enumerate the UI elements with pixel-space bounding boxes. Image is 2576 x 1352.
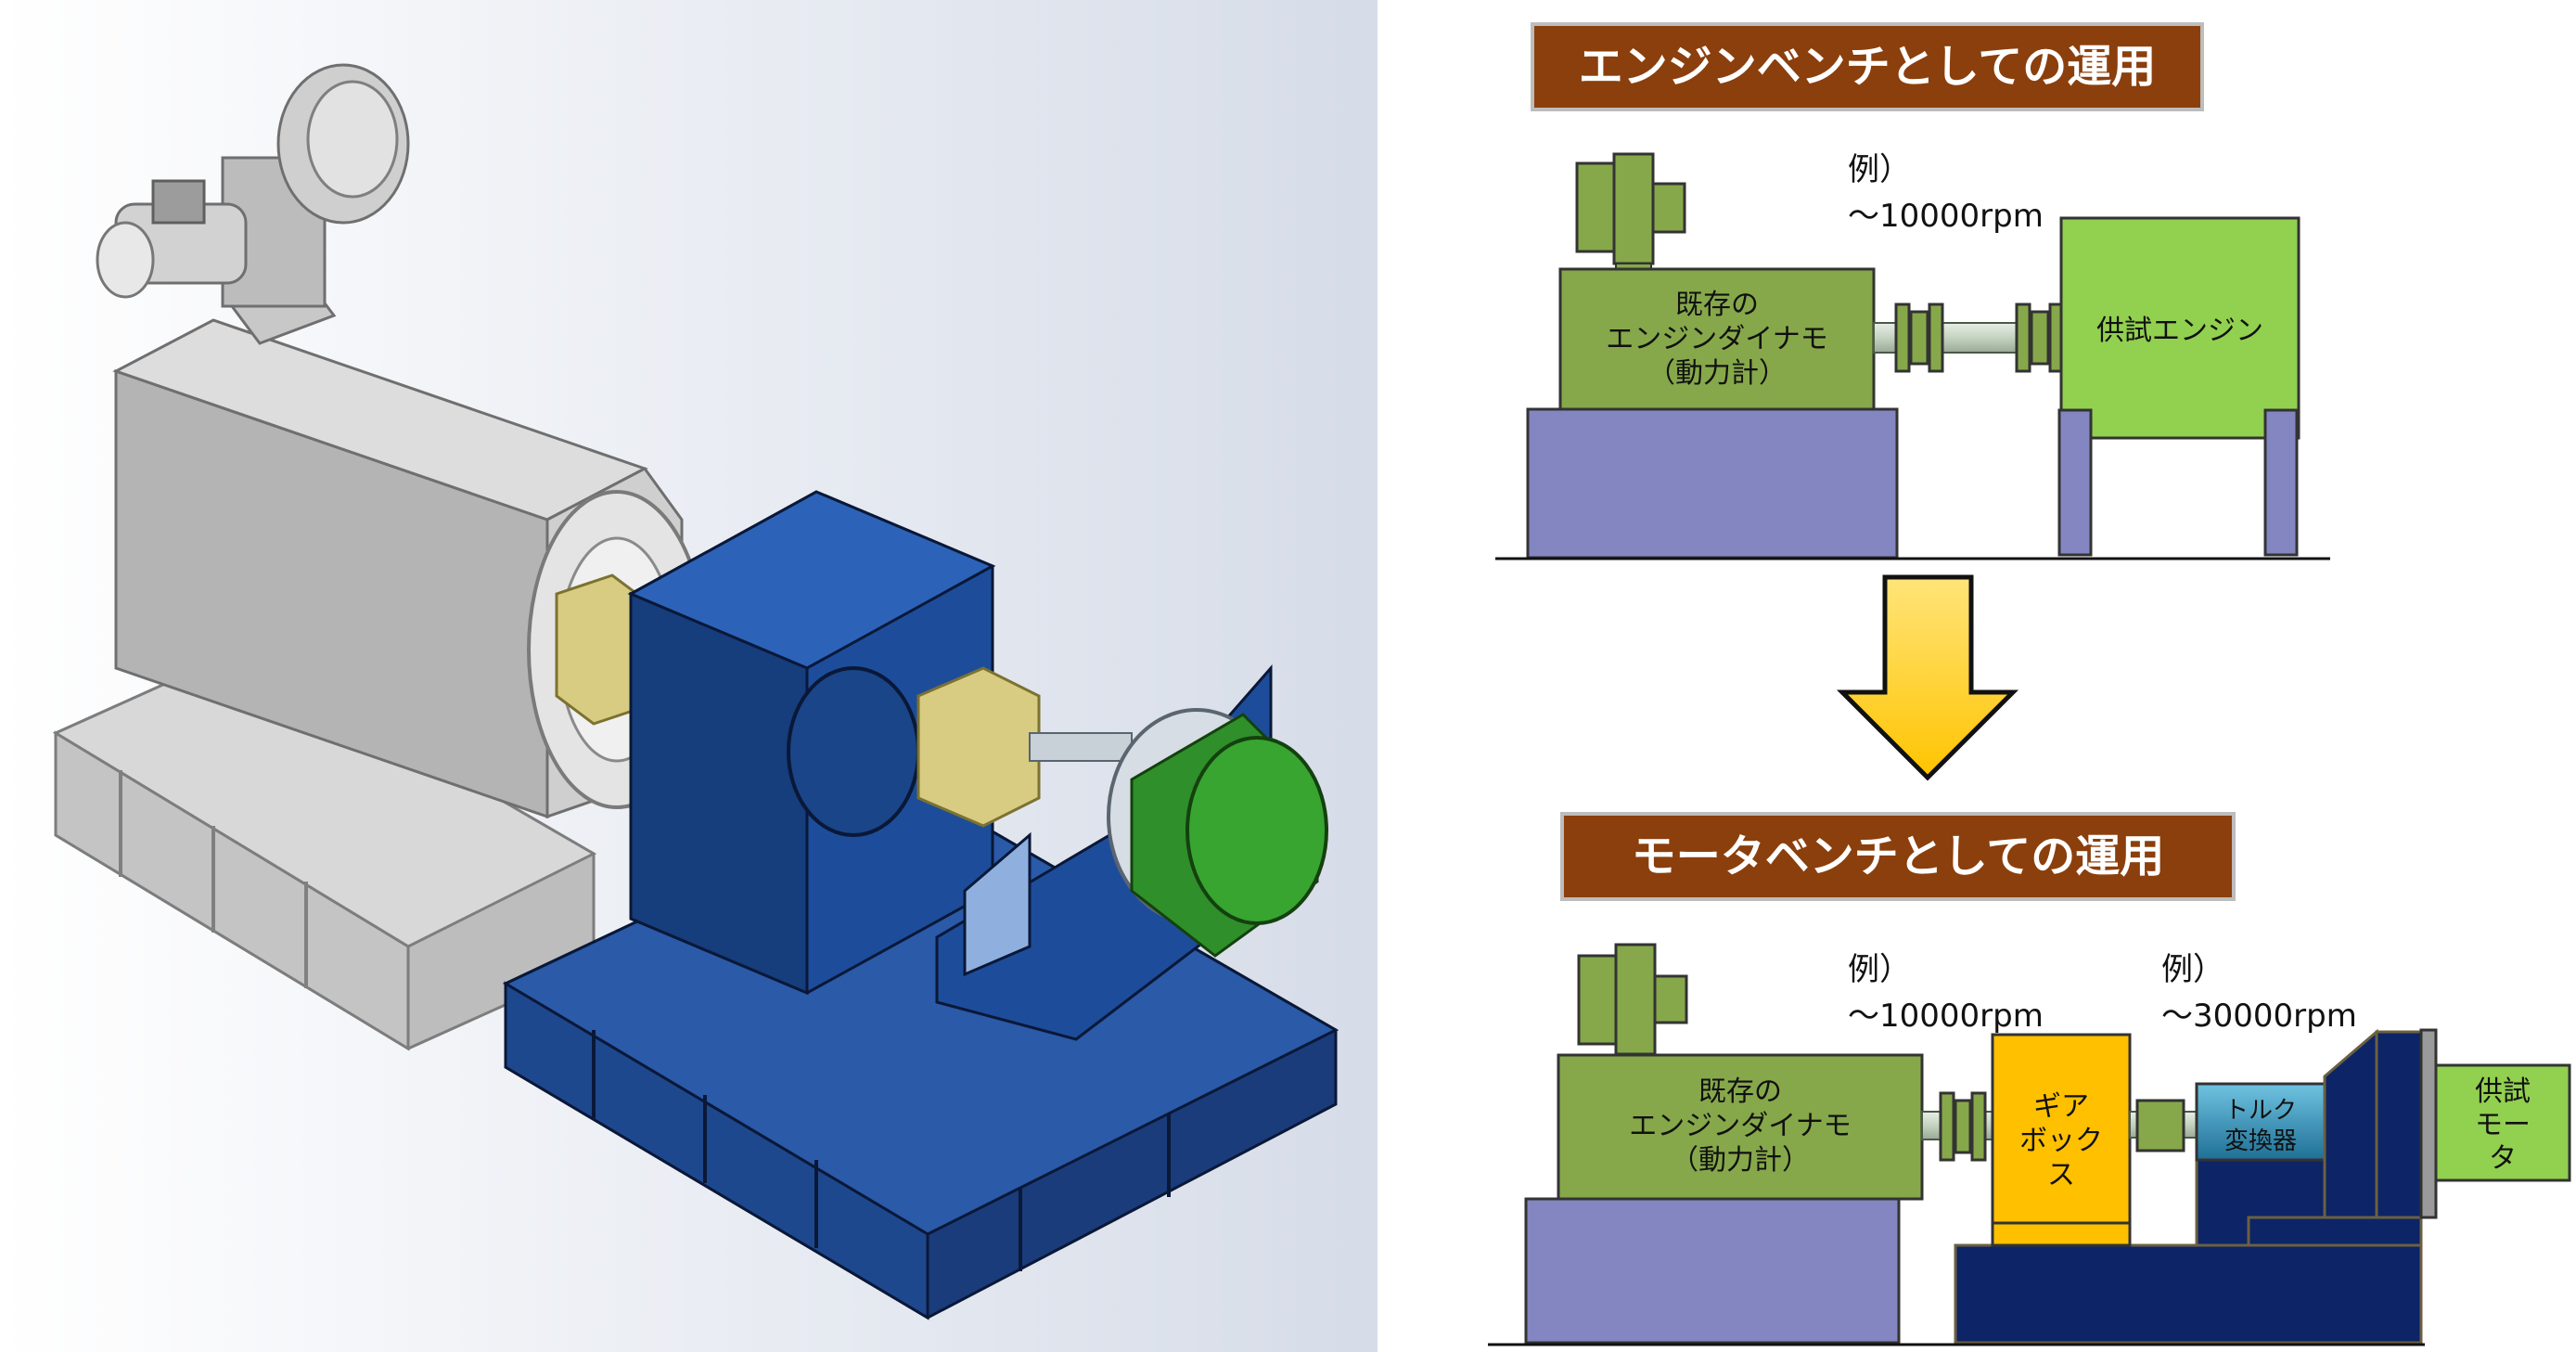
motor-bench-dyno-label-3: （動力計） bbox=[1671, 1144, 1810, 1177]
engine-bench-note-example: 例） bbox=[1848, 151, 1911, 188]
engine-bench-dyno-label-1: 既存の bbox=[1675, 289, 1759, 321]
test-motor-label-3: タ bbox=[2489, 1142, 2517, 1175]
test-motor-label-1: 供試 bbox=[2475, 1075, 2531, 1108]
test-engine-box bbox=[2059, 216, 2300, 440]
torque-transducer-label-2: 変換器 bbox=[2224, 1127, 2297, 1155]
gearbox-label-2: ボック bbox=[2019, 1125, 2103, 1157]
transition-arrow-icon bbox=[1836, 574, 2019, 781]
motor-bench-dyno-base bbox=[1524, 1197, 1901, 1345]
engine-bench-shaft bbox=[1873, 303, 2063, 373]
engine-bench-dyno bbox=[1558, 267, 1876, 411]
motor-bench-title-banner bbox=[1560, 812, 2236, 901]
cad-render-panel bbox=[0, 0, 1378, 1352]
engine-bench-dyno-label-3: （動力計） bbox=[1647, 357, 1787, 390]
gearbox-label-1: ギア bbox=[2033, 1090, 2089, 1123]
motor-bench-note1-speed: ～10000rpm bbox=[1848, 998, 2044, 1035]
motor-bench-note2-example: 例） bbox=[2161, 951, 2224, 988]
motor-bench-title: モータベンチとしての運用 bbox=[1632, 831, 2165, 882]
motor-flange bbox=[2419, 1028, 2438, 1219]
motor-stand-step bbox=[2247, 1216, 2423, 1247]
motor-bracket bbox=[2323, 1028, 2378, 1219]
gearbox-label-3: ス bbox=[2047, 1159, 2075, 1191]
engine-bench-dyno-label-2: エンジンダイナモ bbox=[1606, 323, 1827, 355]
engine-bench-diagram: エンジンベンチとしての運用 例） ～10000rpm 既存の エンジンダイナモ … bbox=[1495, 22, 2330, 560]
engine-bench-dyno-base bbox=[1526, 407, 1899, 560]
motor-bench-diagram: モータベンチとしての運用 例） ～10000rpm 例） ～30000rpm 既… bbox=[1488, 812, 2571, 1346]
engine-bench-title-banner bbox=[1531, 22, 2204, 111]
torque-transducer-box bbox=[2195, 1082, 2326, 1162]
motor-bench-dyno-label-1: 既存の bbox=[1698, 1075, 1782, 1108]
motor-bench-coupling-2 bbox=[2129, 1099, 2198, 1152]
test-engine-leg-right bbox=[2263, 408, 2299, 557]
motor-bench-base bbox=[1954, 1243, 2423, 1345]
test-motor-box bbox=[2434, 1063, 2571, 1182]
motor-bench-note1-example: 例） bbox=[1848, 951, 1911, 988]
gearbox-box bbox=[1991, 1033, 2132, 1247]
motor-bench-coupling-1 bbox=[1921, 1091, 1993, 1162]
torque-transducer-label-1: トルク bbox=[2224, 1097, 2297, 1125]
motor-bench-note2-speed: ～30000rpm bbox=[2161, 998, 2357, 1035]
test-motor-cad bbox=[1130, 713, 1328, 958]
dyno-blower-icon bbox=[1575, 152, 1686, 272]
test-motor-label-2: モー bbox=[2475, 1109, 2531, 1141]
motor-bracket-plate bbox=[2375, 1030, 2423, 1219]
engine-bench-note-speed: ～10000rpm bbox=[1848, 198, 2044, 235]
motor-bench-dyno-blower-icon bbox=[1577, 943, 1688, 1062]
motor-bench-dyno-label-2: エンジンダイナモ bbox=[1629, 1110, 1851, 1142]
motor-bench-dyno bbox=[1557, 1053, 1924, 1201]
test-engine-leg-left bbox=[2057, 408, 2093, 557]
engine-bench-title: エンジンベンチとしての運用 bbox=[1579, 41, 2157, 93]
test-engine-label: 供試エンジン bbox=[2096, 315, 2263, 347]
